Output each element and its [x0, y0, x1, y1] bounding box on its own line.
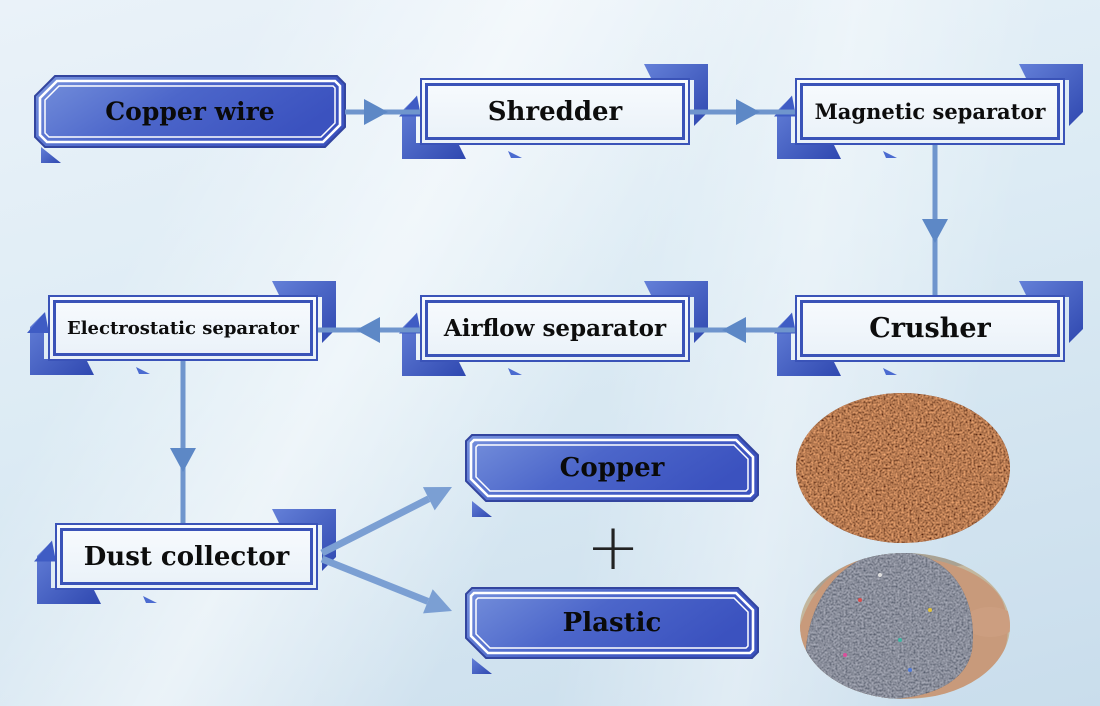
node-shape-copper-wire — [34, 75, 346, 148]
node-label: Magnetic separator — [814, 99, 1046, 124]
node-shape-outline — [469, 438, 755, 498]
node-shape-outline — [38, 79, 342, 144]
node-shape-outline — [469, 591, 755, 655]
edge-crusher-to-airflow-separator — [690, 317, 795, 343]
node-label: Copper wire — [105, 97, 275, 126]
node-shape-plastic — [465, 587, 759, 659]
node-shape-outline — [475, 444, 749, 492]
tick-icon — [143, 596, 157, 603]
arrowhead-icon — [356, 317, 380, 343]
edge-copper-wire-to-shredder — [345, 99, 420, 125]
tick-icon — [508, 151, 522, 158]
node-label: Plastic — [562, 608, 662, 638]
node-dust-collector: Dust collector — [55, 523, 318, 590]
node-label: Copper — [559, 453, 665, 483]
node-electrostatic-separator: Electrostatic separator — [48, 295, 318, 361]
edge-airflow-separator-to-electrostatic-separator — [318, 317, 420, 343]
arrowhead-icon — [922, 219, 948, 243]
tick-icon — [883, 368, 897, 375]
tick-icon — [883, 151, 897, 158]
arrowhead-icon — [722, 317, 746, 343]
node-label: Dust collector — [83, 541, 290, 572]
arrowhead-icon — [736, 99, 760, 125]
plastic-granules-photo — [800, 553, 1010, 699]
corner-triangle-icon — [472, 658, 492, 674]
edge-dust-collector-to-copper — [320, 487, 452, 557]
arrow-shaft — [320, 555, 430, 605]
arrow-shaft — [320, 495, 431, 557]
node-crusher: Crusher — [795, 295, 1065, 362]
edge-magnetic-separator-to-crusher — [922, 145, 948, 295]
node-copper-wire: Copper wire — [35, 76, 345, 147]
node-label: Shredder — [487, 96, 623, 127]
node-shredder: Shredder — [420, 78, 690, 145]
arrowhead-icon — [423, 589, 452, 614]
node-airflow-separator: Airflow separator — [420, 295, 690, 362]
tick-icon — [508, 368, 522, 375]
arrowhead-icon — [422, 487, 452, 511]
arrowhead-icon — [170, 448, 196, 472]
tick-icon — [136, 367, 150, 374]
corner-triangle-icon — [472, 501, 492, 517]
node-copper: Copper — [466, 435, 758, 501]
node-label: Airflow separator — [443, 315, 667, 342]
plus-operator: + — [586, 511, 640, 585]
node-magnetic-separator: Magnetic separator — [795, 78, 1065, 145]
edge-electrostatic-separator-to-dust-collector — [170, 361, 196, 523]
edge-notch-icon — [34, 540, 56, 562]
node-label: Electrostatic separator — [66, 317, 300, 339]
edge-notch-icon — [27, 312, 49, 333]
node-shape-outline — [44, 85, 336, 138]
corner-triangle-icon — [41, 147, 61, 163]
arrowhead-icon — [364, 99, 388, 125]
node-plastic: Plastic — [466, 588, 758, 658]
node-label: Crusher — [869, 313, 991, 344]
edge-shredder-to-magnetic-separator — [690, 99, 795, 125]
node-shape-outline — [475, 597, 749, 649]
copper-granules-photo — [796, 393, 1010, 543]
edge-dust-collector-to-plastic — [320, 555, 452, 614]
node-shape-copper — [465, 434, 759, 502]
